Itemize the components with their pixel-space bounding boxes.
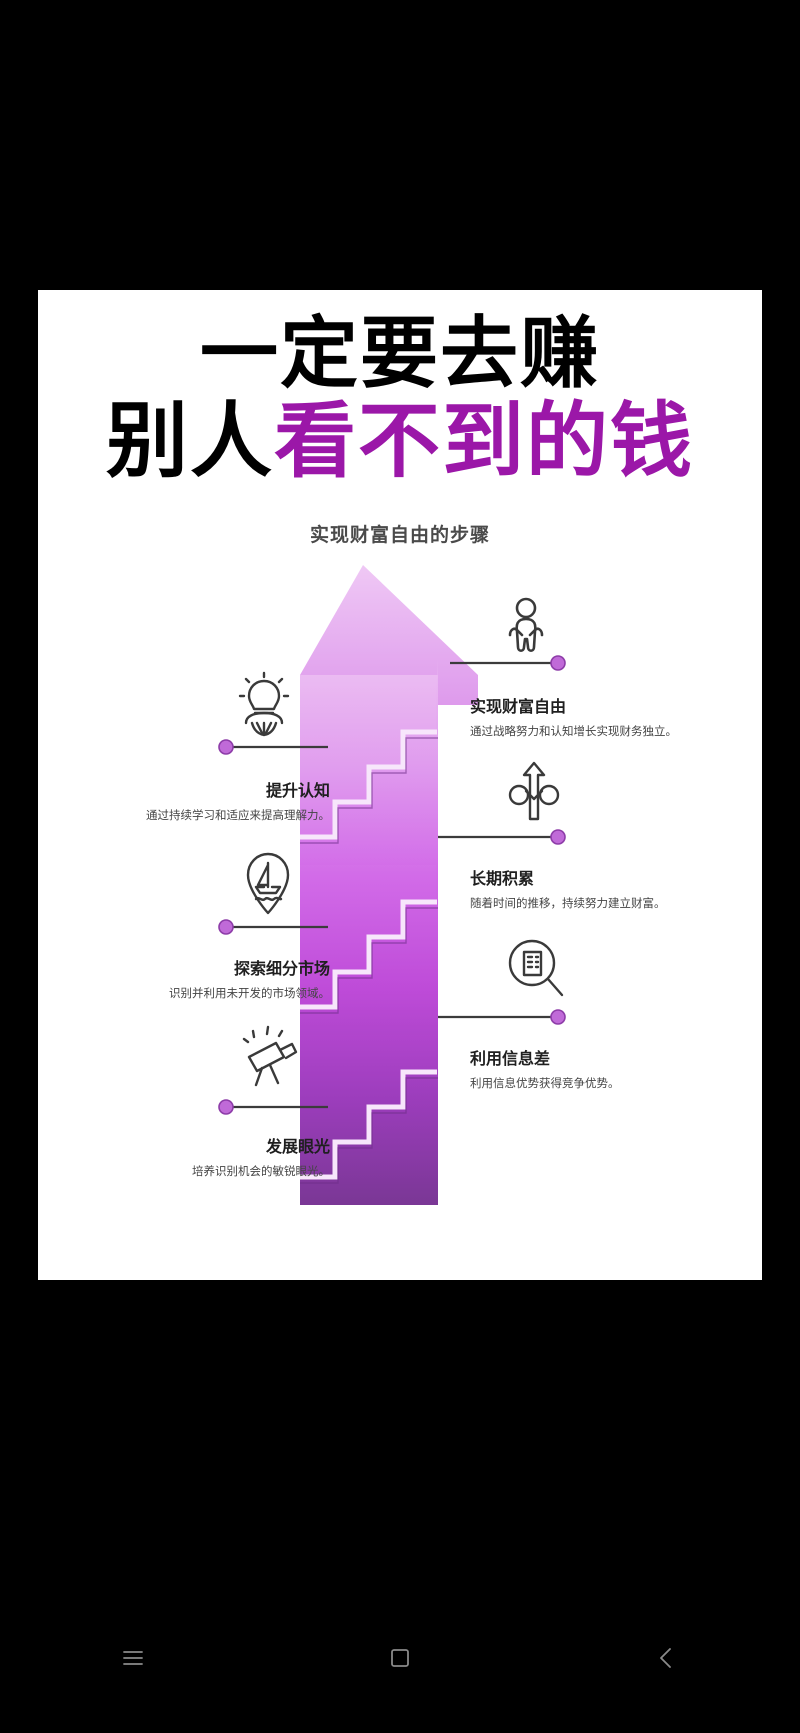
step-description: 通过战略努力和认知增长实现财务独立。 (470, 725, 677, 738)
connector-right-1 (450, 654, 566, 671)
home-square-icon[interactable] (380, 1638, 420, 1678)
staircase-arrow-graphic (218, 564, 566, 1205)
step-description: 随着时间的推移，持续努力建立财富。 (470, 897, 666, 910)
magnifier-document-icon (508, 939, 564, 996)
staircase-steps (300, 659, 438, 1205)
step-title: 长期积累 (470, 870, 535, 888)
step-description: 通过持续学习和适应来提高理解力。 (146, 809, 330, 822)
step-title: 探索细分市场 (233, 960, 330, 978)
connector-right-3 (438, 1008, 566, 1025)
map-pin-sailboat-icon (246, 852, 290, 914)
headline-block: 一定要去赚 别人看不到的钱 (38, 290, 762, 486)
lightbulb-brain-icon (238, 671, 290, 736)
connector-left-1 (218, 738, 328, 755)
back-chevron-icon[interactable] (647, 1638, 687, 1678)
poster-canvas: 一定要去赚 别人看不到的钱 实现财富自由的步骤 (38, 290, 762, 1280)
arrow-head (300, 564, 478, 705)
step-item-2[interactable]: 提升认知 通过持续学习和适应来提高理解力。 (108, 777, 330, 826)
hamburger-menu-icon[interactable] (113, 1638, 153, 1678)
connector-left-3 (218, 1098, 328, 1115)
step-description: 利用信息优势获得竞争优势。 (470, 1077, 620, 1090)
infographic-stage: 实现财富自由 通过战略努力和认知增长实现财务独立。 提升认知 通过持续学习和适应… (38, 564, 762, 1245)
step-item-3[interactable]: 长期积累 随着时间的推移，持续努力建立财富。 (470, 865, 692, 914)
connector-right-2 (438, 828, 566, 845)
step-title: 实现财富自由 (470, 698, 567, 716)
step-description: 识别并利用未开发的市场领域。 (169, 987, 330, 1000)
step-description: 培养识别机会的敏锐眼光。 (192, 1165, 330, 1178)
step-title: 提升认知 (265, 782, 330, 800)
step-item-5[interactable]: 利用信息差 利用信息优势获得竞争优势。 (470, 1045, 692, 1094)
headline-line-2-black: 别人 (105, 395, 274, 487)
telescope-icon (242, 1025, 298, 1086)
android-navigation-bar (0, 1583, 800, 1733)
step-item-6[interactable]: 发展眼光 培养识别机会的敏锐眼光。 (108, 1133, 330, 1182)
headline-line-2: 别人看不到的钱 (38, 395, 762, 487)
step-item-4[interactable]: 探索细分市场 识别并利用未开发的市场领域。 (108, 955, 330, 1004)
subtitle: 实现财富自由的步骤 (309, 524, 490, 546)
headline-line-1: 一定要去赚 (199, 309, 600, 397)
person-celebrating-icon (508, 597, 544, 652)
headline-line-2-accent: 看不到的钱 (274, 395, 695, 487)
step-title: 发展眼光 (265, 1138, 330, 1156)
sprout-growth-arrow-icon (508, 761, 560, 820)
connector-left-2 (218, 918, 328, 935)
step-title: 利用信息差 (470, 1050, 551, 1068)
step-item-1[interactable]: 实现财富自由 通过战略努力和认知增长实现财务独立。 (470, 693, 692, 742)
